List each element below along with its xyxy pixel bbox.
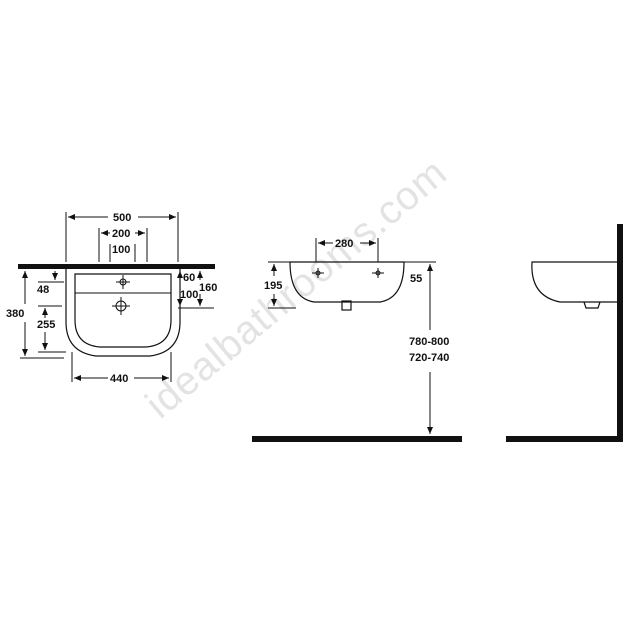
dim-label-depth: 195: [264, 280, 282, 292]
dim-label-mounting-height-1: 780-800: [409, 336, 449, 348]
front-basin-inner: [74, 273, 172, 348]
front-waste-hole: [112, 297, 130, 315]
dim-label-tap-centres: 200: [112, 228, 130, 240]
dim-label-right-upper: 60: [183, 272, 195, 284]
side-view: 280 195 55 780-800 720-740: [252, 238, 462, 442]
dim-label-side-tap-centres: 280: [335, 238, 353, 250]
dim-label-right-total: 160: [199, 282, 217, 294]
dim-label-tap-hole-width: 100: [112, 244, 130, 256]
dim-label-right-lower: 100: [180, 289, 198, 301]
profile-waste-trap: [583, 301, 601, 309]
front-view: 500 200 100 440 380 255 48: [6, 212, 217, 385]
dim-label-rim-height: 55: [410, 273, 422, 285]
profile-basin-outline: [531, 261, 617, 303]
dim-label-bowl-width: 440: [110, 373, 128, 385]
side-basin-outline: [289, 261, 405, 303]
front-tap-hole: [116, 275, 130, 289]
front-basin-outline: [65, 269, 181, 357]
dim-label-height-to-waste: 255: [37, 319, 55, 331]
dim-label-width-overall: 500: [113, 212, 131, 224]
profile-floor-bar: [506, 436, 623, 442]
side-waste-outlet: [341, 300, 352, 311]
dim-label-height-overall: 380: [6, 308, 24, 320]
side-tap-hole-left: [312, 268, 324, 278]
side-floor-bar: [252, 436, 462, 442]
side-tap-hole-right: [372, 268, 384, 278]
dim-label-mounting-height-2: 720-740: [409, 352, 449, 364]
dim-label-top-to-taphole: 48: [37, 284, 49, 296]
front-wall-bar: [18, 264, 215, 269]
wall-profile-view: [506, 224, 623, 442]
profile-wall-vertical: [617, 224, 623, 442]
